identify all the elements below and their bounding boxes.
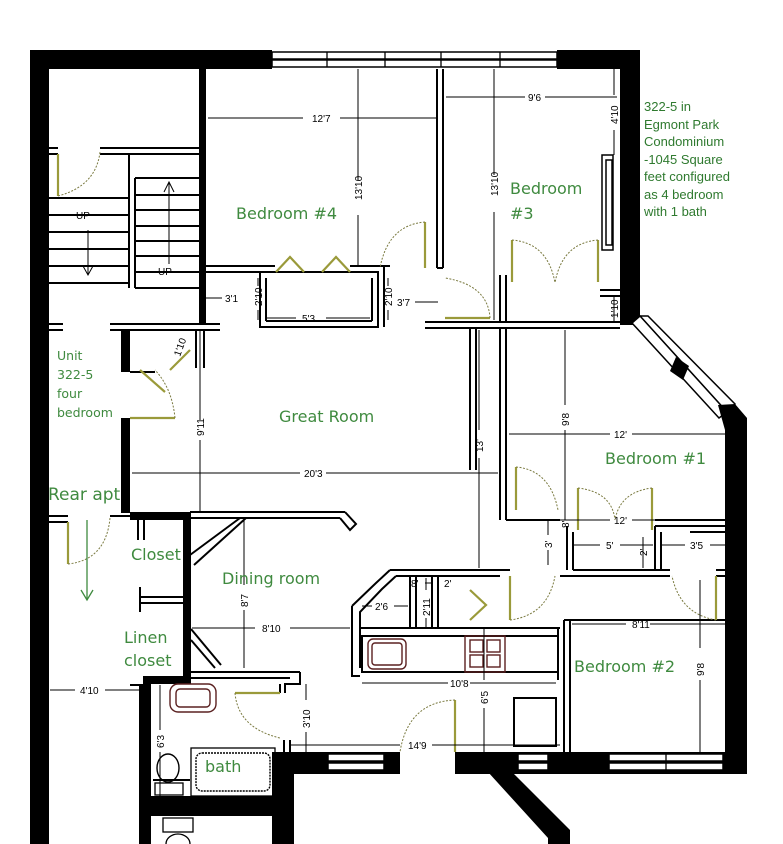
dim-hall-3: 3' bbox=[544, 540, 555, 548]
dim-great-room-depth: 9'11 bbox=[196, 418, 207, 436]
unit-note-line: Egmont Park bbox=[644, 116, 720, 132]
dim-bed1-depth: 9'8 bbox=[561, 413, 572, 426]
fixtures bbox=[154, 635, 506, 844]
room-label-closet: Closet bbox=[131, 545, 181, 564]
side-note-line: four bbox=[57, 386, 83, 401]
dim-kitchen-depth2: 6'5 bbox=[480, 691, 491, 704]
exterior-walls bbox=[30, 50, 747, 844]
dim-bed3-width: 9'6 bbox=[528, 93, 541, 104]
dim-bed4-width: 12'7 bbox=[312, 114, 331, 125]
dim-pantry-d: 2'11 bbox=[422, 598, 433, 616]
dim-closet-right: 2'10 bbox=[384, 287, 395, 306]
dim-bath-depth: 6'3 bbox=[156, 735, 167, 748]
dim-great-room-width: 20'3 bbox=[304, 469, 323, 480]
dim-hall-right: 3'7 bbox=[397, 298, 410, 309]
stair-up-right: UP bbox=[158, 267, 172, 278]
dim-bed1-width-bottom: 12' bbox=[614, 516, 627, 527]
side-note-line: 322-5 bbox=[57, 367, 94, 382]
room-label-linen-line1: Linen bbox=[124, 628, 168, 647]
dim-entry-width: 14'9 bbox=[408, 741, 427, 752]
interior-walls bbox=[49, 69, 727, 844]
dim-kitchen-depth: 13' bbox=[475, 439, 486, 452]
dim-bed1-closet-a: 5' bbox=[606, 541, 614, 552]
dim-closet-width: 5'3 bbox=[302, 314, 315, 325]
dim-bed1-closet-b: 2' bbox=[639, 548, 650, 556]
dim-bed1-gap: 8' bbox=[561, 520, 572, 528]
room-label-bedroom-1: Bedroom #1 bbox=[605, 449, 707, 468]
side-note: Unit 322-5 four bedroom bbox=[57, 346, 113, 422]
dim-hall-rear: 4'10 bbox=[80, 686, 99, 697]
side-note-line: bedroom bbox=[57, 405, 113, 420]
dim-pantry-a: 2'6 bbox=[375, 602, 388, 613]
room-label-linen-line2: closet bbox=[124, 651, 172, 670]
doors bbox=[56, 151, 718, 753]
dim-hall-left: 3'1 bbox=[225, 294, 238, 305]
room-label-great-room: Great Room bbox=[279, 407, 375, 426]
dim-bed3-closet: 1'10 bbox=[610, 299, 621, 318]
dim-bath-hall: 3'10 bbox=[302, 709, 313, 728]
unit-note-line: as 4 bedroom bbox=[644, 186, 724, 202]
room-label-bedroom-4: Bedroom #4 bbox=[236, 204, 338, 223]
dim-entry-closet: 1'10 bbox=[172, 336, 189, 358]
room-label-dining-room: Dining room bbox=[222, 569, 321, 588]
dim-bed2-depth: 9'8 bbox=[696, 663, 707, 676]
unit-description-note: 322-5 in Egmont Park Condominium -1045 S… bbox=[644, 98, 730, 221]
room-label-bedroom-3-line2: #3 bbox=[510, 204, 534, 223]
dim-kitchen-width: 10'8 bbox=[450, 679, 469, 690]
dim-dining-width: 8'10 bbox=[262, 624, 281, 635]
dim-bed1-width-top: 12' bbox=[614, 430, 627, 441]
room-label-bath: bath bbox=[205, 757, 242, 776]
dim-pantry-b: 8' bbox=[411, 579, 419, 590]
unit-note-line: Condominium bbox=[644, 134, 725, 149]
dim-bed1-closet-c: 3'5 bbox=[690, 541, 703, 552]
dim-bed4-depth: 13'10 bbox=[354, 175, 365, 200]
room-label-rear-apt: Rear apt bbox=[48, 485, 121, 505]
unit-note-line: 322-5 in bbox=[644, 99, 691, 114]
dim-bed3-window: 4'10 bbox=[610, 105, 621, 124]
dimension-lines bbox=[50, 69, 726, 796]
stair-up-left: UP bbox=[76, 211, 90, 222]
unit-note-line: feet configured bbox=[644, 169, 731, 184]
windows bbox=[271, 51, 747, 771]
dimension-labels: 12'7 13'10 9'6 13'10 4'10 1'10 3'1 2'10 … bbox=[76, 93, 707, 752]
dim-pantry-c: 2' bbox=[444, 579, 452, 590]
room-label-bedroom-2: Bedroom #2 bbox=[574, 657, 676, 676]
dim-dining-depth: 8'7 bbox=[240, 594, 251, 607]
side-note-line: Unit bbox=[57, 348, 83, 363]
dim-bed2-width: 8'11 bbox=[632, 620, 650, 631]
dim-bed3-depth: 13'10 bbox=[490, 171, 501, 196]
unit-note-line: with 1 bath bbox=[644, 204, 707, 219]
room-label-bedroom-3-line1: Bedroom bbox=[510, 179, 583, 198]
unit-note-line: -1045 Square bbox=[644, 151, 723, 167]
dim-closet-left: 2'10 bbox=[254, 287, 265, 306]
